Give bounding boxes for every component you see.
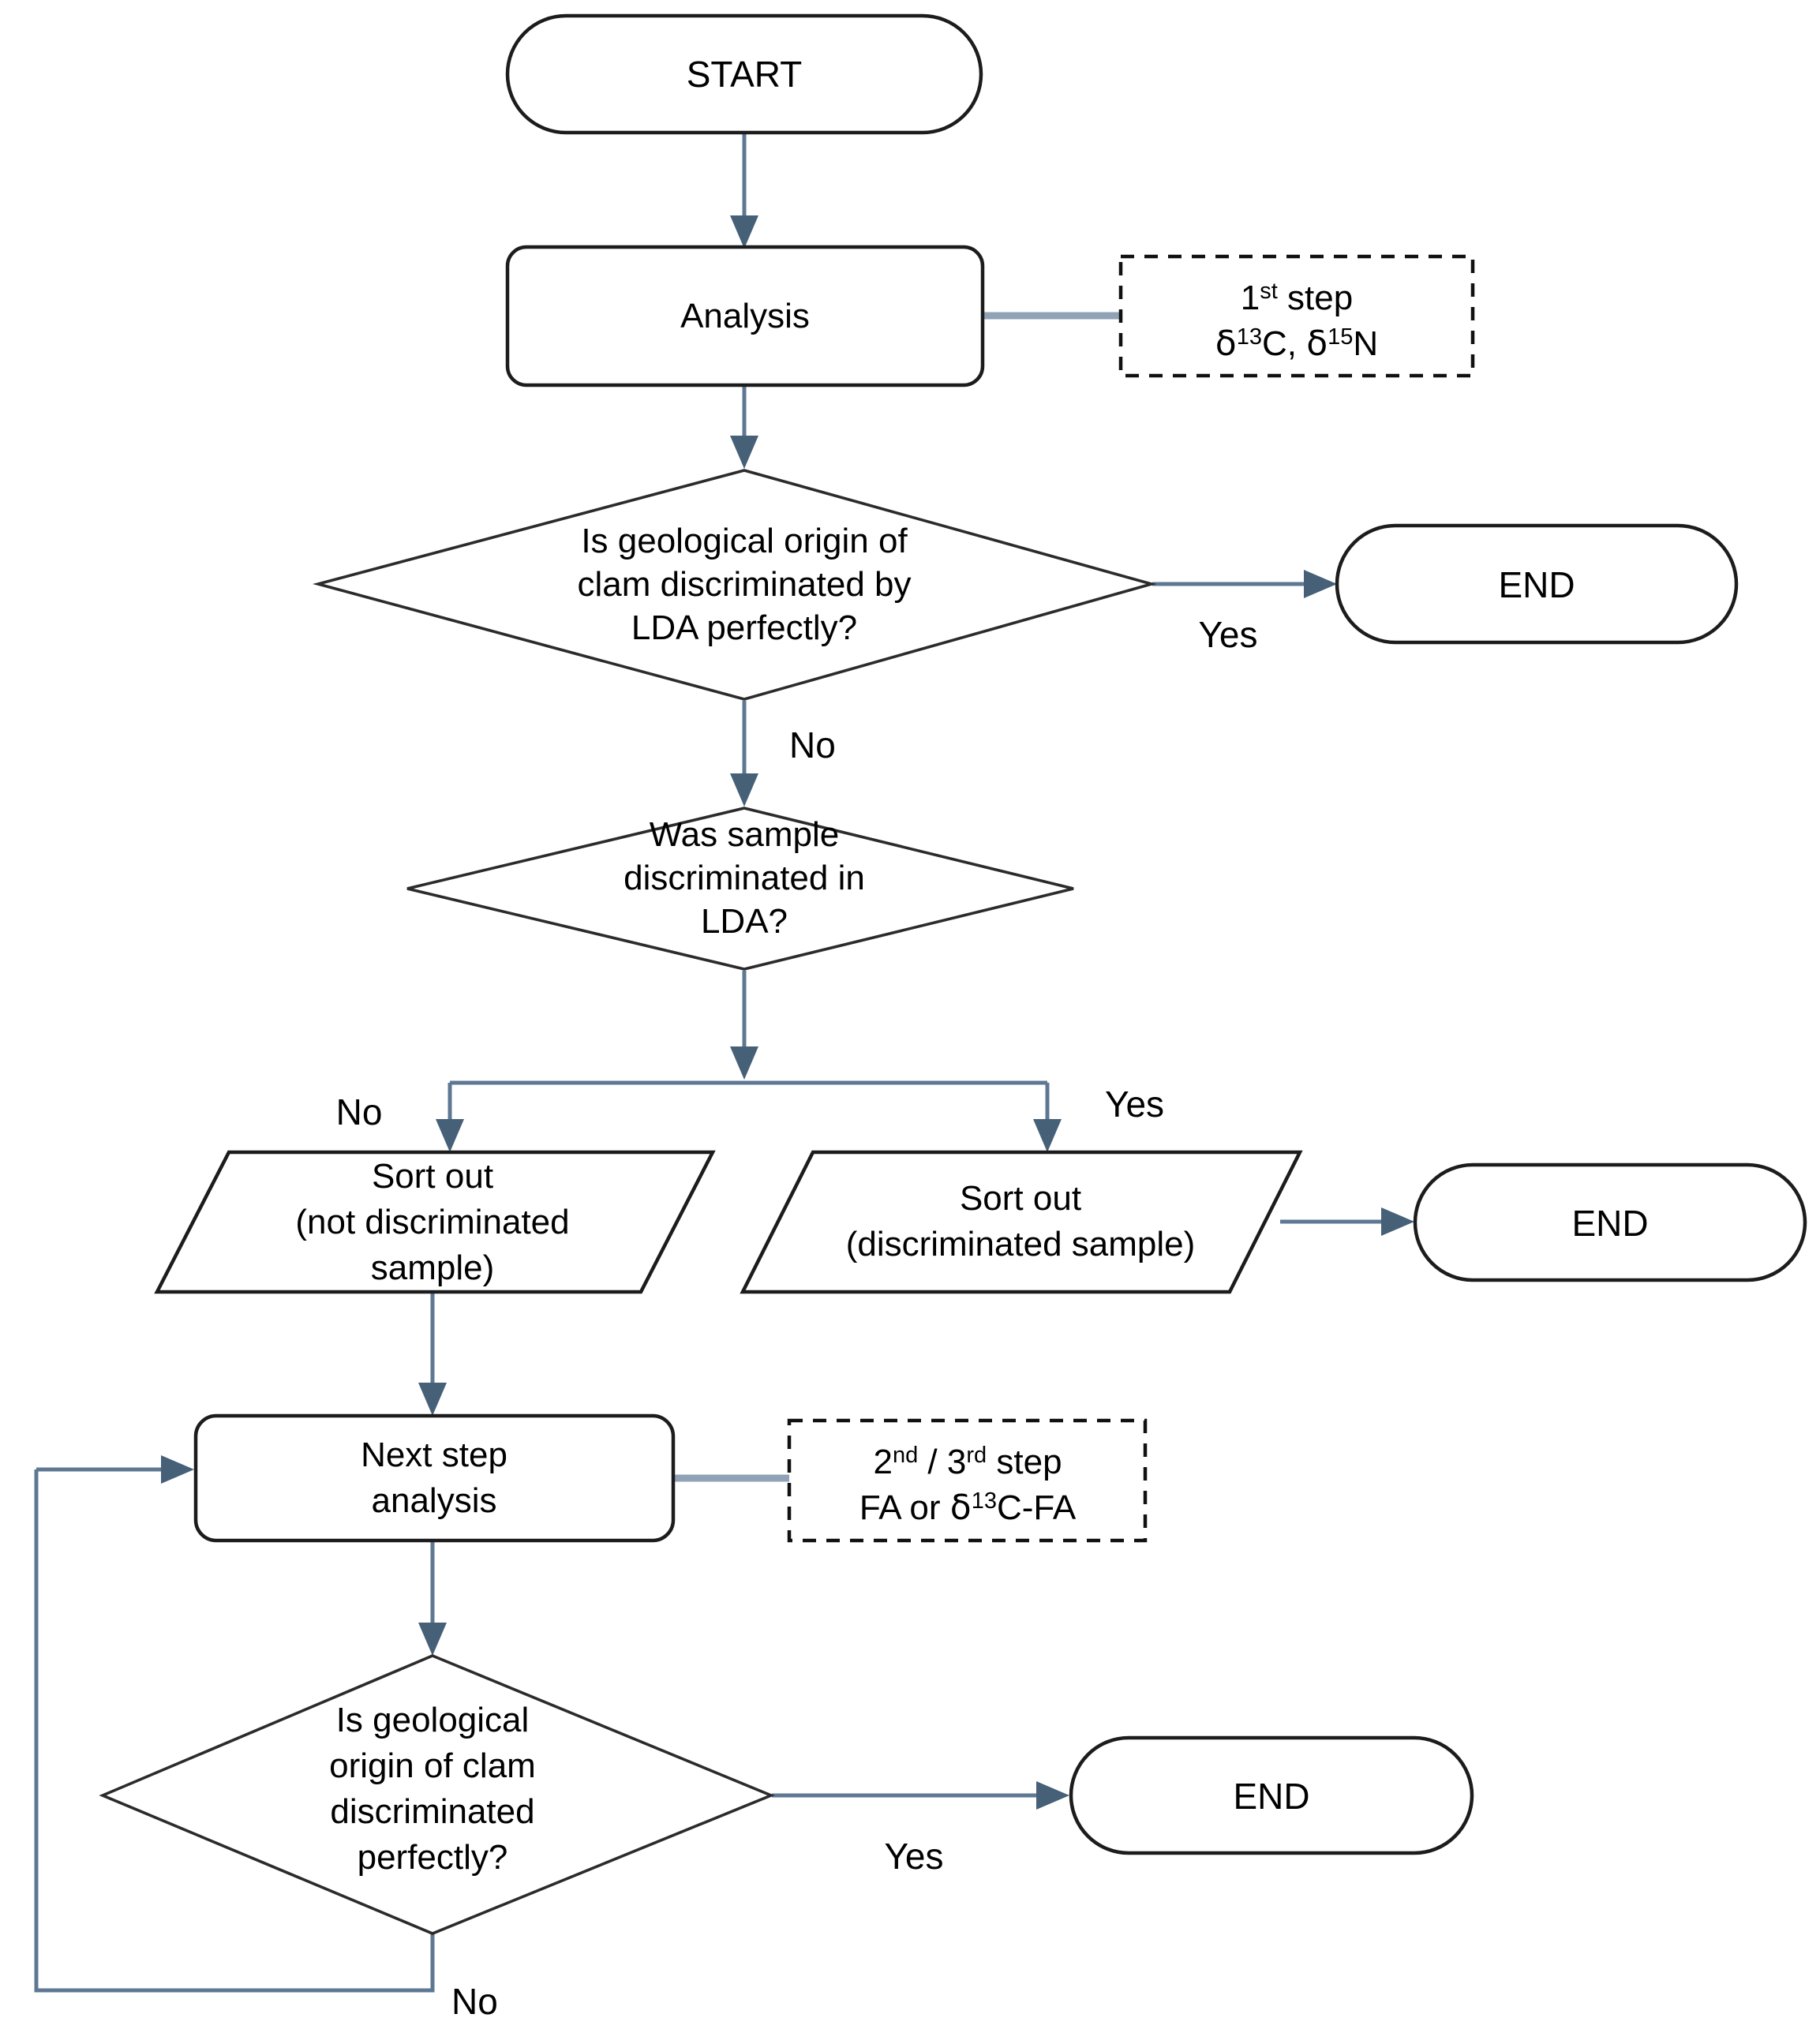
node-next-step-line1: Next step bbox=[361, 1436, 507, 1474]
edge-sortdisc-to-end2 bbox=[1280, 1207, 1414, 1236]
edge-decision1-yes-to-end1 bbox=[1152, 570, 1337, 598]
node-sort-not-discriminated-line3: sample) bbox=[371, 1248, 495, 1287]
node-start[interactable]: START bbox=[505, 13, 983, 135]
edge-label-decision1-no: No bbox=[789, 724, 836, 766]
node-sort-not-discriminated[interactable]: Sort out (not discriminated sample) bbox=[154, 1150, 716, 1294]
node-analysis[interactable]: Analysis bbox=[505, 245, 985, 387]
edge-sortnotdisc-to-nextstep bbox=[418, 1292, 447, 1416]
note-next-step-line1: 2nd / 3rd step bbox=[873, 1443, 1062, 1481]
node-decision2-line3: LDA? bbox=[701, 902, 788, 941]
node-next-step[interactable]: Next step analysis bbox=[193, 1413, 676, 1543]
node-end1[interactable]: END bbox=[1335, 523, 1739, 645]
edge-label-decision3-yes: Yes bbox=[884, 1836, 943, 1877]
node-decision1-line2: clam discriminated by bbox=[577, 565, 911, 604]
node-decision3-line2: origin of clam bbox=[329, 1746, 536, 1785]
edge-analysis-to-decision1 bbox=[730, 385, 758, 469]
edge-decision3-no-loopback bbox=[34, 1455, 435, 1993]
node-decision2-line1: Was sample bbox=[650, 815, 839, 854]
node-end3[interactable]: END bbox=[1069, 1735, 1474, 1855]
node-sort-discriminated-line1: Sort out bbox=[960, 1179, 1081, 1218]
edge-decision1-no-to-decision2 bbox=[730, 701, 758, 807]
edge-start-to-analysis bbox=[730, 133, 758, 249]
edge-decision3-yes-to-end3 bbox=[772, 1781, 1069, 1810]
node-decision2-line2: discriminated in bbox=[624, 859, 865, 897]
node-next-step-line2: analysis bbox=[372, 1481, 497, 1520]
node-sort-not-discriminated-line2: (not discriminated bbox=[295, 1203, 569, 1241]
note-first-step-line2: δ13C, δ15N bbox=[1215, 324, 1378, 364]
node-decision1-line3: LDA perfectly? bbox=[631, 608, 857, 647]
node-analysis-label: Analysis bbox=[680, 297, 810, 335]
edge-decision2-split bbox=[436, 971, 1062, 1152]
node-decision1-line1: Is geological origin of bbox=[581, 522, 908, 560]
node-decision3[interactable]: Is geological origin of clam discriminat… bbox=[99, 1654, 775, 1935]
edge-nextstep-to-decision3 bbox=[418, 1540, 447, 1656]
node-decision3-line1: Is geological bbox=[336, 1701, 530, 1739]
node-end2-label: END bbox=[1571, 1203, 1648, 1244]
edge-label-decision2-no: No bbox=[336, 1091, 383, 1132]
node-start-label: START bbox=[687, 54, 803, 95]
edge-label-decision3-no: No bbox=[451, 1981, 498, 2022]
note-next-step: 2nd / 3rd step FA or δ13C-FA bbox=[787, 1418, 1148, 1543]
node-decision3-line3: discriminated bbox=[330, 1792, 534, 1831]
node-sort-not-discriminated-line1: Sort out bbox=[372, 1157, 493, 1196]
edge-label-decision2-yes: Yes bbox=[1105, 1084, 1164, 1125]
note-first-step-line1: 1st step bbox=[1241, 279, 1353, 317]
node-end3-label: END bbox=[1233, 1776, 1309, 1817]
node-decision2[interactable]: Was sample discriminated in LDA? bbox=[406, 807, 1074, 971]
node-end1-label: END bbox=[1498, 564, 1575, 605]
note-first-step: 1st step δ13C, δ15N bbox=[1118, 254, 1475, 378]
node-decision1[interactable]: Is geological origin of clam discriminat… bbox=[313, 469, 1157, 701]
node-sort-discriminated-line2: (discriminated sample) bbox=[846, 1225, 1196, 1263]
edge-label-decision1-yes: Yes bbox=[1198, 614, 1257, 655]
note-next-step-line2: FA or δ13C-FA bbox=[859, 1488, 1077, 1528]
node-end2[interactable]: END bbox=[1413, 1162, 1807, 1282]
node-decision3-line4: perfectly? bbox=[358, 1838, 508, 1877]
node-sort-discriminated[interactable]: Sort out (discriminated sample) bbox=[740, 1150, 1303, 1294]
